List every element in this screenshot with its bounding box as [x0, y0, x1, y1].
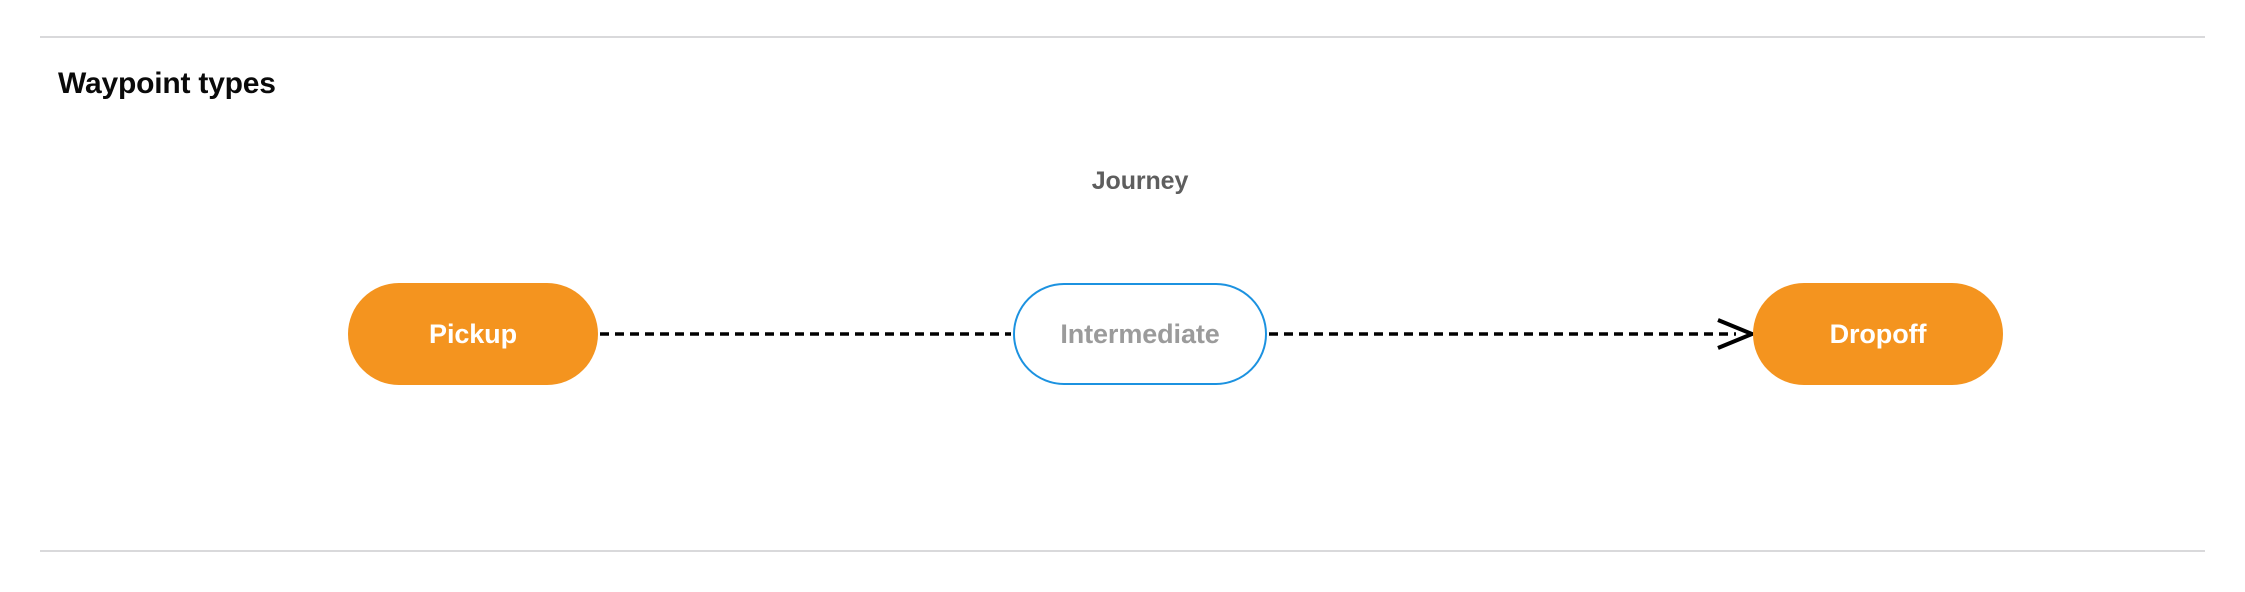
node-pickup[interactable]: Pickup [348, 283, 598, 385]
section-divider-bottom [40, 550, 2205, 552]
node-dropoff-label: Dropoff [1829, 318, 1927, 349]
diagram-caption: Journey [1091, 167, 1189, 195]
arrowhead-icon [1717, 318, 1758, 350]
node-dropoff[interactable]: Dropoff [1753, 283, 2003, 385]
node-pickup-label: Pickup [429, 318, 517, 349]
page-title: Waypoint types [58, 67, 276, 100]
node-intermediate[interactable]: Intermediate [1013, 283, 1267, 385]
node-intermediate-label: Intermediate [1060, 318, 1220, 349]
section-divider-top [40, 36, 2205, 38]
